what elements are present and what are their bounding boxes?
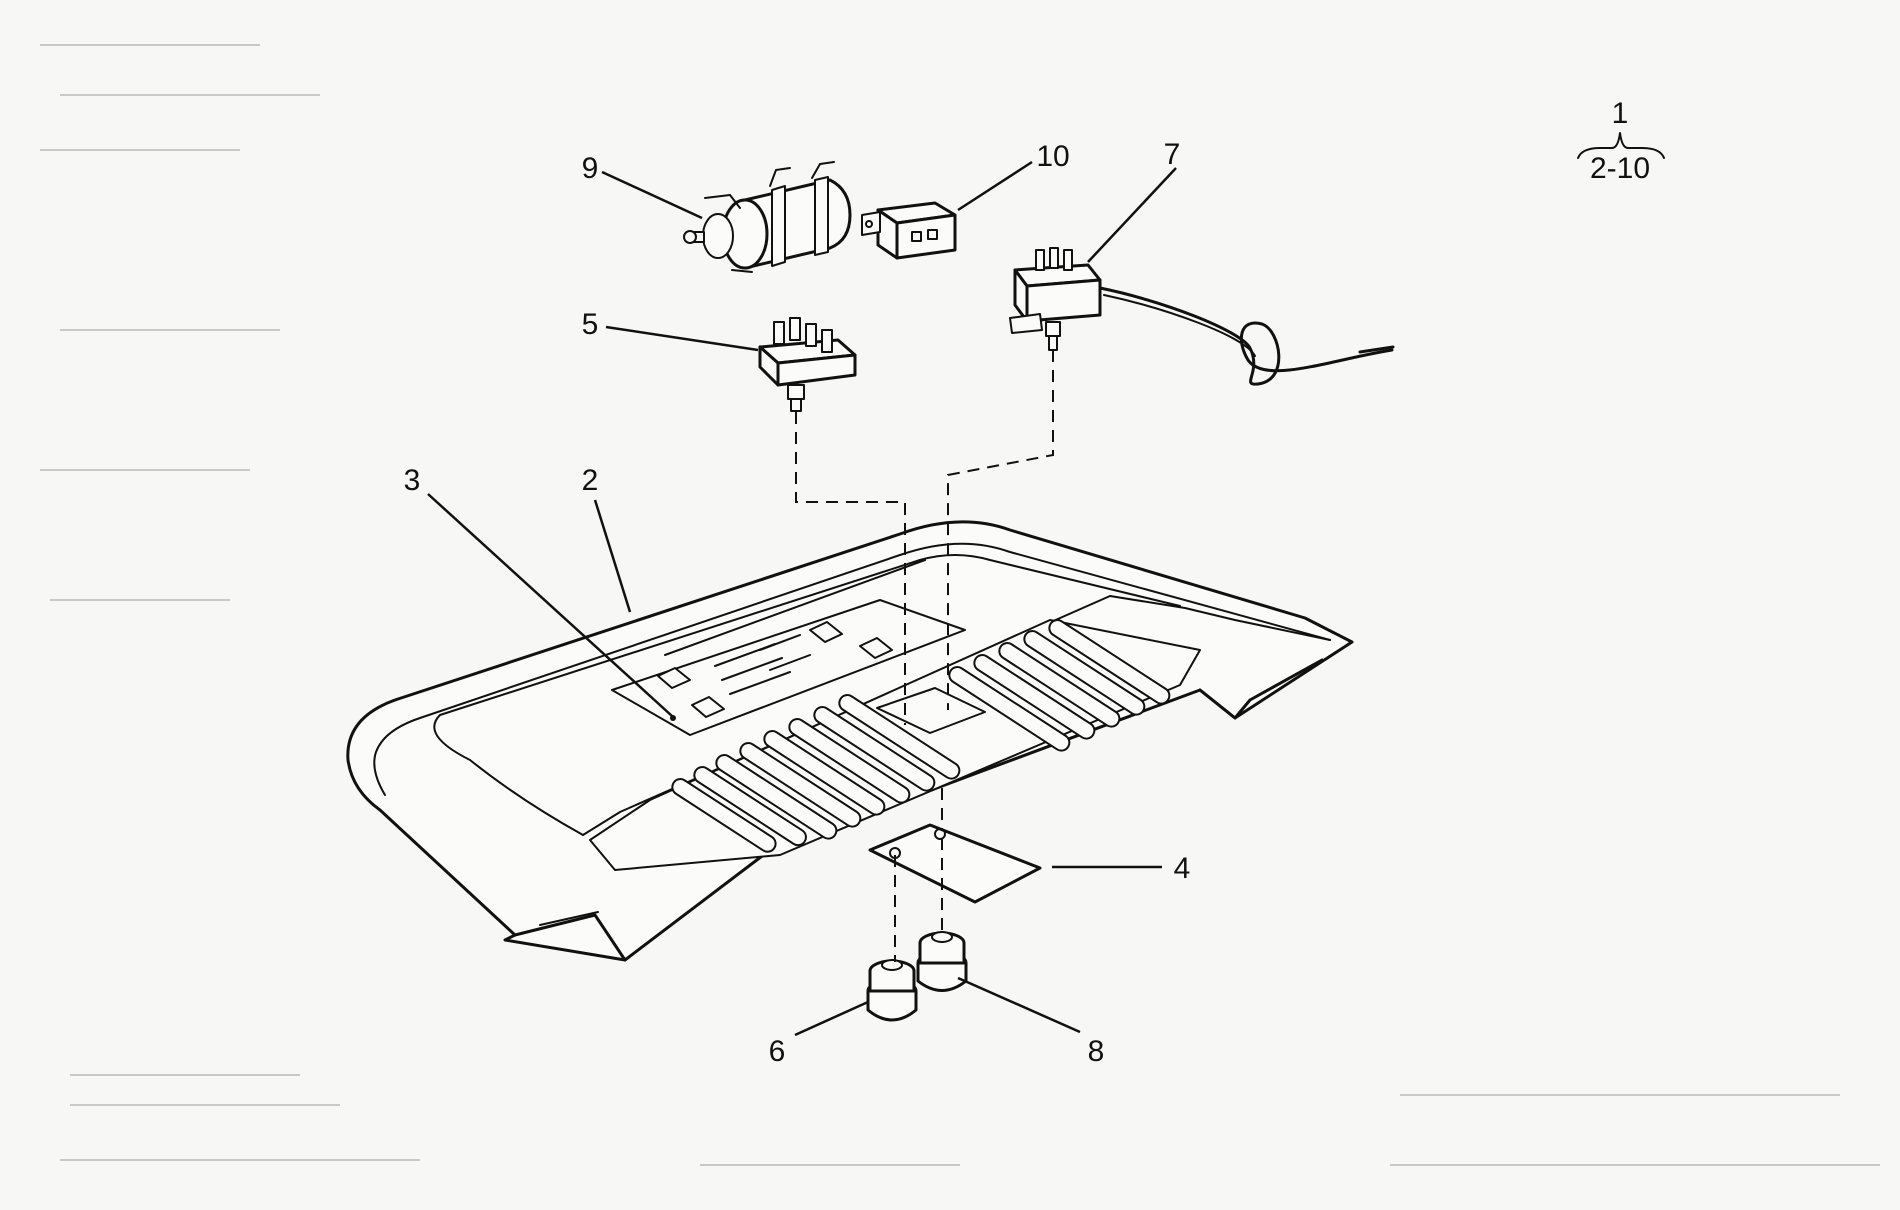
callout-9: 9 xyxy=(582,152,599,185)
callout-1: 1 xyxy=(1612,97,1629,130)
callout-8: 8 xyxy=(1088,1035,1105,1068)
background-bleed xyxy=(40,44,1880,1166)
callout-3: 3 xyxy=(404,464,421,497)
relay-10 xyxy=(861,201,957,260)
callout-5: 5 xyxy=(582,308,599,341)
callout-7: 7 xyxy=(1164,138,1181,171)
gasket-plate xyxy=(868,823,1042,904)
callout-labels: 9 10 7 5 3 2 4 6 8 xyxy=(404,138,1191,1068)
assembly-bracket: 1 2-10 xyxy=(1577,97,1665,185)
callout-4: 4 xyxy=(1174,852,1191,885)
panel-controls xyxy=(657,621,986,734)
callout-2: 2 xyxy=(582,464,599,497)
blower-motor-9 xyxy=(683,161,852,273)
vent-slots-right xyxy=(948,619,1171,752)
callout-6: 6 xyxy=(769,1035,786,1068)
switch-5 xyxy=(758,317,857,412)
grommet-8 xyxy=(916,931,968,992)
thermostat-7 xyxy=(1009,247,1395,386)
leader-lines xyxy=(427,160,1177,1037)
callout-2-10: 2-10 xyxy=(1590,152,1650,185)
vent-slots-left xyxy=(671,694,961,853)
assembly-lines xyxy=(795,350,1054,962)
callout-10: 10 xyxy=(1036,140,1069,173)
grommet-6 xyxy=(866,959,918,1022)
